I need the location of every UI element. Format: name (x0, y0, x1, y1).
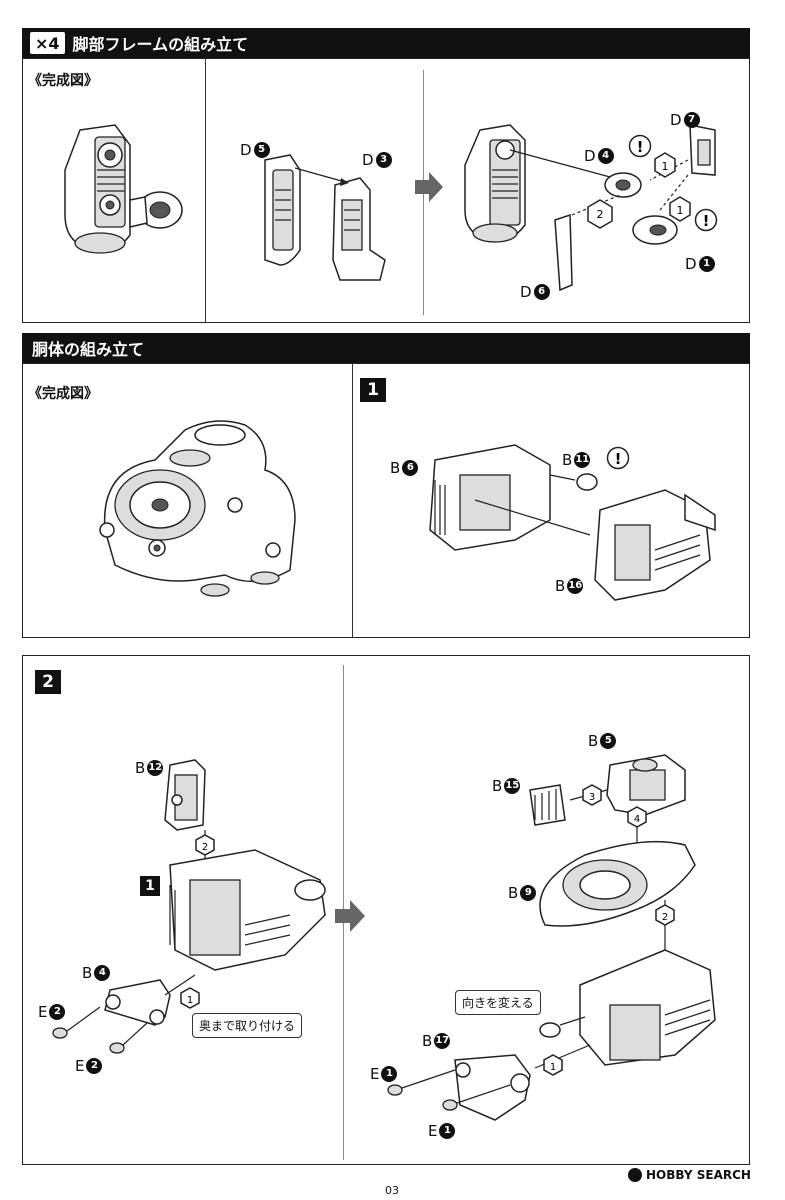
brand-watermark: HOBBY SEARCH (628, 1168, 751, 1182)
section-title: 胴体の組み立て (32, 340, 145, 359)
sub-step-badge: 1 (140, 876, 160, 896)
svg-text:3: 3 (589, 792, 595, 803)
svg-text:!: ! (703, 212, 710, 230)
svg-text:!: ! (615, 450, 622, 468)
step1-illustration (429, 444, 716, 601)
caution-icon: ! (606, 446, 630, 470)
leg-complete-illustration (64, 124, 183, 254)
svg-text:1: 1 (662, 160, 669, 173)
d5-d3-illustration (264, 154, 386, 281)
body-complete-illustration (99, 420, 296, 597)
step2a-illustration: 2 1 (52, 759, 326, 1054)
svg-text:1: 1 (677, 204, 684, 217)
section-header-leg-frame: ×4 脚部フレームの組み立て (22, 28, 750, 58)
multiplier-badge: ×4 (30, 32, 65, 54)
next-step-arrow (335, 900, 365, 932)
svg-text:!: ! (637, 138, 644, 156)
svg-text:1: 1 (187, 995, 193, 1006)
caution-icon: ! (628, 134, 652, 158)
svg-text:2: 2 (202, 842, 208, 853)
note-change-direction: 向きを変える (455, 990, 541, 1015)
brand-logo-icon (628, 1168, 642, 1182)
panel-divider (352, 363, 353, 638)
next-step-arrow (415, 172, 443, 202)
complete-figure-label: 《完成図》 (28, 73, 98, 89)
caution-icon: ! (694, 208, 718, 232)
svg-text:2: 2 (662, 912, 668, 923)
complete-figure-label: 《完成図》 (28, 386, 98, 402)
page-number: 03 (385, 1184, 399, 1197)
leg-exploded-illustration: 2 1 1 (464, 124, 716, 292)
step2b-illustration: 3 4 2 1 (387, 754, 716, 1121)
step-badge: 1 (360, 378, 386, 402)
step-badge: 2 (35, 670, 61, 694)
svg-text:2: 2 (597, 208, 604, 221)
note-insert-fully: 奥まで取り付ける (192, 1013, 303, 1038)
svg-text:1: 1 (550, 1062, 556, 1073)
panel-divider (205, 58, 206, 323)
section-title: 脚部フレームの組み立て (72, 35, 249, 54)
svg-text:4: 4 (634, 814, 640, 825)
section-header-body: 胴体の組み立て (22, 333, 750, 363)
